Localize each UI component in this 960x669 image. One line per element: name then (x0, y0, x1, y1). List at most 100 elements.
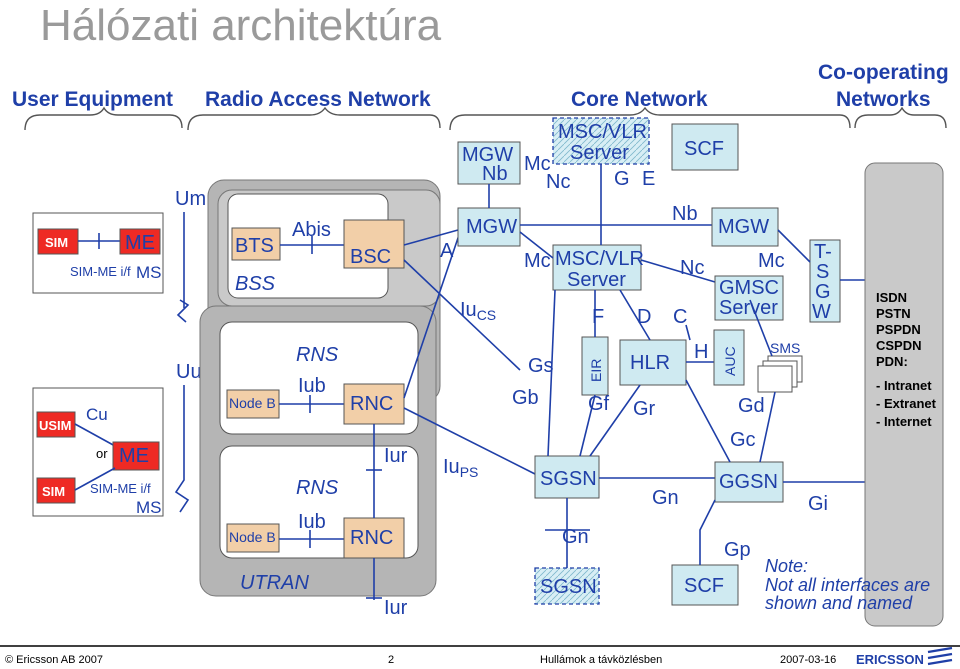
mc-link (519, 231, 554, 259)
network-isdn: ISDN (876, 290, 907, 305)
sgsn1-label: SGSN (540, 468, 597, 490)
iu-cs-link (403, 231, 461, 399)
uu-label: Uu (176, 361, 202, 383)
iu-ps-link (403, 407, 536, 475)
sim-me-if-label: SIM-ME i/f (70, 264, 131, 279)
rnc1-label: RNC (350, 393, 393, 415)
gb-label: Gb (512, 387, 539, 409)
auc-box[interactable] (713, 329, 745, 386)
ms2-label: MS (136, 498, 162, 517)
nodeb1-label: Node B (229, 395, 276, 411)
um-lightning-icon (176, 299, 190, 323)
sgsn2-label: SGSN (540, 576, 597, 598)
auc-label: AUC (722, 346, 738, 376)
ggsn-label: GGSN (719, 471, 778, 493)
hlr-box[interactable] (619, 339, 687, 386)
rnc2-box[interactable] (343, 517, 405, 559)
note-line2: Not all interfaces are (765, 575, 930, 595)
rnc1-box[interactable] (343, 383, 405, 425)
sim2-label: SIM (42, 484, 65, 499)
or-label: or (96, 446, 108, 461)
gd-label: Gd (738, 395, 765, 417)
gmsc-label2: Server (719, 297, 778, 319)
c-link (685, 324, 691, 341)
bts-box[interactable] (231, 227, 281, 261)
nb2-label: Nb (672, 203, 698, 225)
nc1-label: Nc (546, 171, 570, 193)
hlr-label: HLR (630, 352, 670, 374)
usim-label: USIM (39, 418, 72, 433)
mgw-right-label: MGW (718, 216, 769, 238)
h-label: H (694, 341, 708, 363)
c-label: C (673, 306, 687, 328)
note-line3: shown and named (765, 593, 913, 613)
brace-user-equipment (24, 106, 183, 131)
note-title: Note: (765, 556, 808, 576)
gr-link (589, 384, 641, 457)
footer-subject: Hullámok a távközlésben (540, 654, 662, 666)
network-extranet: - Extranet (876, 396, 937, 411)
tsgw-box[interactable] (809, 239, 841, 323)
gp-label: Gp (724, 539, 751, 561)
scf-top-label: SCF (684, 138, 724, 160)
mc2-label: Mc (524, 250, 551, 272)
brace-core (449, 106, 851, 131)
gp-link (699, 499, 716, 565)
sim-card[interactable] (37, 228, 79, 255)
footer-date: 2007-03-16 (780, 654, 836, 666)
gs-link (547, 289, 556, 457)
gmsc-box[interactable] (714, 275, 784, 321)
gd-link (759, 391, 776, 463)
mgw-top-box[interactable] (457, 141, 521, 185)
msc-vlr-top-label2: Server (570, 142, 629, 164)
nb1-label: Nb (482, 163, 508, 185)
eir-label: EIR (588, 359, 604, 382)
sim2-me-link (74, 467, 116, 491)
e-label: E (642, 168, 655, 190)
utran-label: UTRAN (240, 572, 309, 594)
sim2-card[interactable] (36, 477, 76, 504)
gn1-label: Gn (652, 487, 679, 509)
scf-bottom-box[interactable] (671, 564, 739, 606)
gn2-label: Gn (562, 526, 589, 548)
network-pdn: PDN: (876, 354, 908, 369)
sms-card-icon[interactable] (757, 365, 793, 393)
scf-top-box[interactable] (671, 123, 739, 171)
mgw-mid-box[interactable] (457, 207, 521, 247)
me-box[interactable] (119, 228, 161, 255)
msc-vlr-mid-box[interactable] (552, 244, 642, 291)
uu-lightning-icon (174, 385, 190, 513)
scf-bottom-label: SCF (684, 575, 724, 597)
tsgw-label2: S (816, 261, 829, 283)
mgw-top-label: MGW (462, 144, 513, 166)
iub2-label: Iub (298, 511, 326, 533)
sim-me-if2-label: SIM-ME i/f (90, 481, 151, 496)
footer-page-number: 2 (388, 654, 394, 666)
mgw-right-box[interactable] (711, 207, 779, 247)
nodeb2-box[interactable] (226, 523, 280, 553)
msc-vlr-mid-label1: MSC/VLR (555, 248, 644, 270)
me2-box[interactable] (112, 441, 160, 471)
nodeb2-label: Node B (229, 529, 276, 545)
g-label: G (614, 168, 630, 190)
f-label: F (592, 306, 604, 328)
nodeb1-box[interactable] (226, 389, 280, 419)
brace-ran (187, 106, 441, 131)
um-label: Um (175, 188, 206, 210)
network-internet: - Internet (876, 414, 932, 429)
usim-me-link (74, 423, 116, 447)
gc-label: Gc (730, 429, 756, 451)
iu-ps-label: IuPS (443, 456, 478, 480)
sgsn2-box[interactable] (534, 567, 600, 605)
bsc-box[interactable] (343, 219, 405, 269)
section-coop-networks-line2: Networks (836, 88, 931, 111)
tsgw-label4: W (812, 301, 831, 323)
sgsn1-box[interactable] (534, 455, 600, 499)
coop-networks-panel (864, 162, 944, 627)
bsc-label: BSC (350, 246, 391, 268)
msc-vlr-top-box[interactable] (552, 117, 650, 165)
iu-cs-label: IuCS (460, 299, 496, 323)
gs-label: Gs (528, 355, 554, 377)
mgw-tsgw-link (777, 229, 811, 263)
network-cspdn: CSPDN (876, 338, 922, 353)
